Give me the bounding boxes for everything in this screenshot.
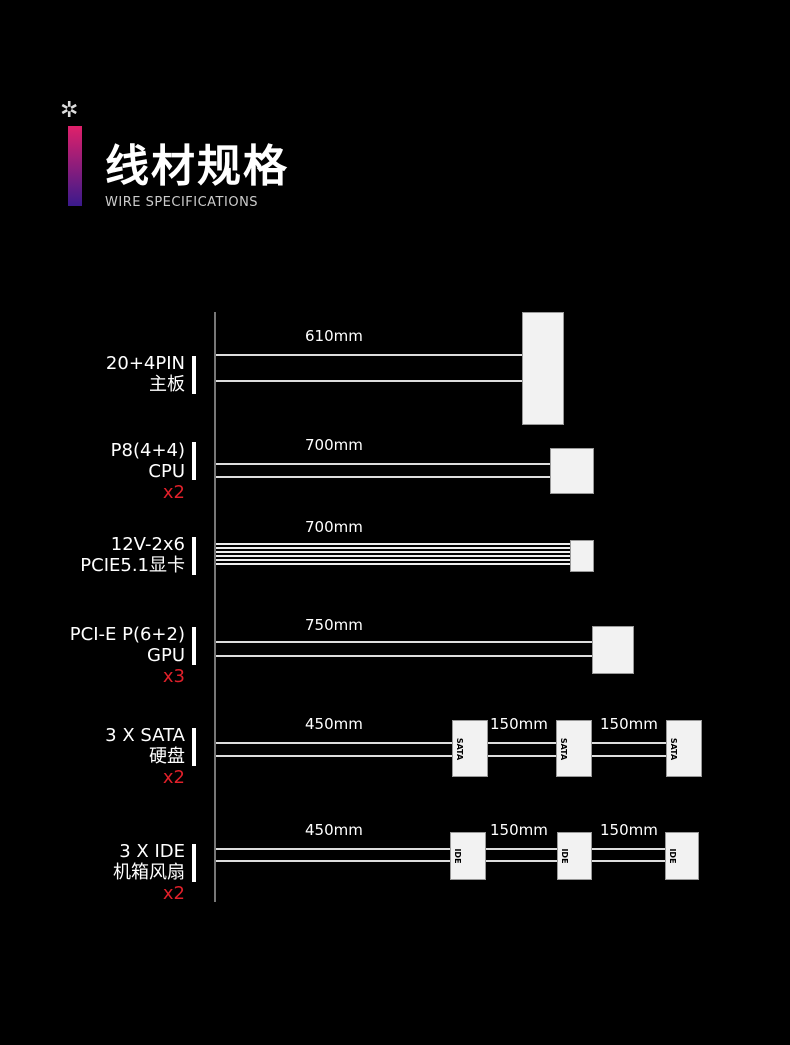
length-label: 700mm xyxy=(305,518,363,536)
wire xyxy=(216,742,666,744)
pcie-8pin-connector-icon xyxy=(592,626,634,674)
ide-connector-icon: IDE xyxy=(450,832,486,880)
wire xyxy=(216,848,666,850)
label-bar xyxy=(192,728,196,766)
wire xyxy=(216,354,522,356)
wire xyxy=(216,476,550,478)
cpu-8pin-connector-icon xyxy=(550,448,594,494)
length-label: 700mm xyxy=(305,436,363,454)
wire xyxy=(216,755,666,757)
length-label: 750mm xyxy=(305,616,363,634)
wire xyxy=(216,380,522,382)
sata-connector-icon: SATA xyxy=(452,720,488,777)
page-title: 线材规格 xyxy=(105,141,289,192)
label-bar xyxy=(192,627,196,665)
wire xyxy=(216,463,550,465)
wire xyxy=(216,655,592,657)
segment-label: 150mm xyxy=(600,715,658,733)
segment-label: 150mm xyxy=(490,715,548,733)
sata-connector-icon: SATA xyxy=(556,720,592,777)
12vhpwr-connector-icon xyxy=(570,540,594,572)
length-label: 610mm xyxy=(305,327,363,345)
wire xyxy=(216,860,666,862)
label-bar xyxy=(192,537,196,575)
length-label: 450mm xyxy=(305,715,363,733)
label-bar xyxy=(192,844,196,882)
label-bar xyxy=(192,356,196,394)
spider-logo-icon: ✲ xyxy=(60,98,79,123)
sata-connector-icon: SATA xyxy=(666,720,702,777)
segment-label: 150mm xyxy=(490,821,548,839)
atx-24pin-connector-icon xyxy=(522,312,564,425)
wire xyxy=(216,641,592,643)
segment-label: 150mm xyxy=(600,821,658,839)
ide-connector-icon: IDE xyxy=(557,832,592,880)
wire-bundle xyxy=(216,543,570,567)
accent-bar xyxy=(68,126,82,206)
label-bar xyxy=(192,442,196,480)
divider-line xyxy=(214,312,216,902)
ide-connector-icon: IDE xyxy=(665,832,699,880)
page-subtitle: WIRE SPECIFICATIONS xyxy=(105,195,259,210)
length-label: 450mm xyxy=(305,821,363,839)
